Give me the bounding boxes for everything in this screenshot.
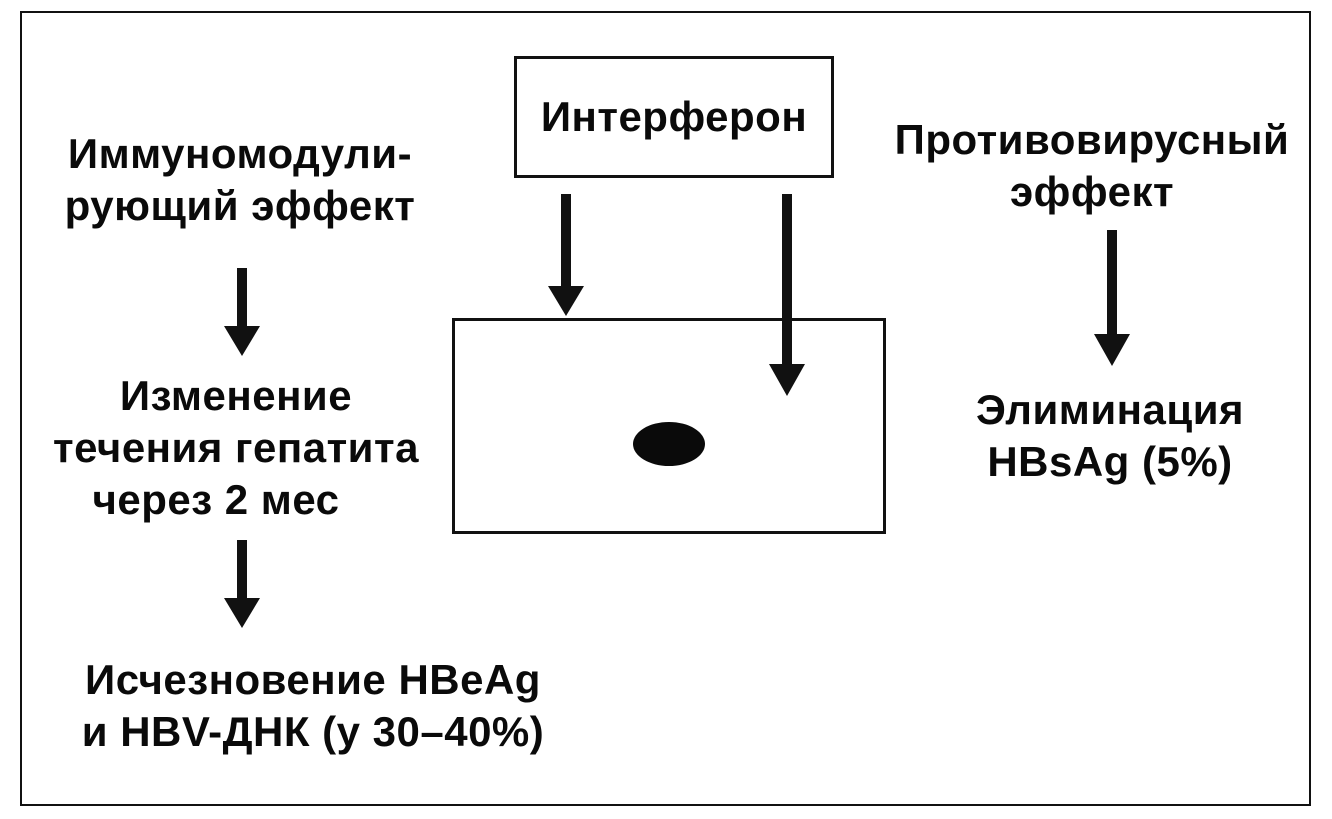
nucleus-dot	[633, 422, 705, 466]
interferon-label: Интерферон	[540, 93, 808, 140]
arrow-effect-to-change	[224, 268, 260, 356]
arrow-change-to-result	[224, 540, 260, 628]
hepatitis-course-change-line-3: через 2 мес	[92, 476, 340, 523]
arrow-interferon-into-cell	[769, 194, 805, 396]
hbsag-elimination-line-1: Элиминация	[975, 386, 1245, 433]
interferon-box: Интерферон	[514, 56, 834, 178]
hbeag-disappearance-line-1: Исчезновение HBeAg	[85, 656, 541, 703]
antiviral-effect-line-2: эффект	[1009, 168, 1175, 215]
antiviral-effect-line-1: Противовирусный	[894, 116, 1290, 163]
hepatitis-course-change-line-2: течения гепатита	[53, 424, 419, 471]
hepatitis-course-change-text: Изменение течения гепатита через 2 мес	[30, 370, 442, 526]
hepatitis-course-change-line-1: Изменение	[119, 372, 353, 419]
antiviral-effect-text: Противовирусный эффект	[872, 114, 1312, 218]
arrow-interferon-to-cell	[548, 194, 584, 316]
immunomodulating-effect-line-1: Иммуномодули-	[67, 130, 413, 177]
arrow-antiviral-to-elimination	[1094, 230, 1130, 366]
hbsag-elimination-line-2: HBsAg (5%)	[987, 438, 1233, 485]
hbeag-disappearance-line-2: и HBV-ДНК (у 30–40%)	[81, 708, 545, 755]
hbsag-elimination-text: Элиминация HBsAg (5%)	[940, 384, 1280, 488]
immunomodulating-effect-line-2: рующий эффект	[64, 182, 416, 229]
immunomodulating-effect-text: Иммуномодули- рующий эффект	[40, 128, 440, 232]
hbeag-disappearance-text: Исчезновение HBeAg и HBV-ДНК (у 30–40%)	[38, 654, 588, 758]
diagram-frame	[20, 11, 1311, 806]
